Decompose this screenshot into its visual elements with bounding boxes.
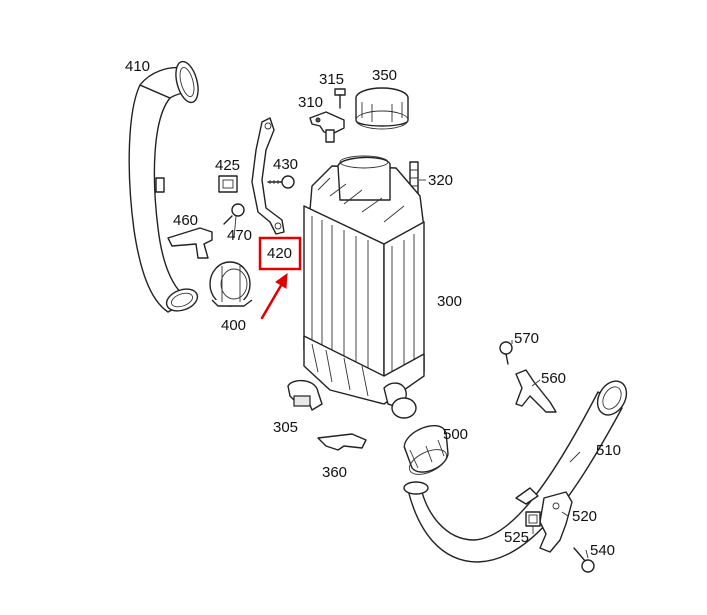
mount-305[interactable] — [287, 379, 323, 411]
label-300[interactable]: 300 — [437, 293, 462, 310]
bolt-430[interactable] — [267, 175, 295, 189]
nut-525[interactable] — [525, 511, 541, 527]
label-310[interactable]: 310 — [298, 94, 323, 111]
leader-lines — [233, 179, 589, 559]
label-500[interactable]: 500 — [443, 426, 468, 443]
label-320[interactable]: 320 — [428, 172, 453, 189]
label-360[interactable]: 360 — [322, 464, 347, 481]
bolt-540[interactable] — [573, 547, 595, 573]
label-570[interactable]: 570 — [514, 330, 539, 347]
outlet-pipe-510[interactable] — [403, 376, 632, 563]
bracket-520[interactable] — [539, 491, 573, 553]
part-labels: 410 315 350 310 425 430 320 460 470 420 … — [125, 58, 621, 559]
label-470[interactable]: 470 — [227, 227, 252, 244]
clamp-ring-350[interactable] — [355, 87, 409, 130]
bolt-570[interactable] — [499, 341, 513, 365]
charge-pipe-410[interactable] — [128, 59, 202, 315]
label-430[interactable]: 430 — [273, 156, 298, 173]
label-525[interactable]: 525 — [504, 529, 529, 546]
bracket-360[interactable] — [317, 433, 367, 451]
sensor-310[interactable] — [309, 111, 345, 143]
bracket-420[interactable] — [251, 117, 285, 235]
label-460[interactable]: 460 — [173, 212, 198, 229]
intercooler-300[interactable] — [303, 155, 425, 419]
label-410[interactable]: 410 — [125, 58, 150, 75]
bracket-560[interactable] — [515, 369, 557, 413]
clamp-400[interactable] — [209, 261, 253, 307]
highlight-arrow-shaft — [260, 280, 285, 320]
bracket-460[interactable] — [167, 227, 213, 259]
label-560[interactable]: 560 — [541, 370, 566, 387]
label-315[interactable]: 315 — [319, 71, 344, 88]
label-540[interactable]: 540 — [590, 542, 615, 559]
label-305[interactable]: 305 — [273, 419, 298, 436]
nut-425[interactable] — [218, 175, 238, 193]
label-510[interactable]: 510 — [596, 442, 621, 459]
screw-315[interactable] — [334, 88, 346, 109]
label-350[interactable]: 350 — [372, 67, 397, 84]
label-520[interactable]: 520 — [572, 508, 597, 525]
bolt-470[interactable] — [223, 203, 245, 225]
coupling-500[interactable] — [400, 420, 450, 480]
label-425[interactable]: 425 — [215, 157, 240, 174]
highlight-box — [258, 236, 302, 271]
label-420[interactable]: 420 — [267, 245, 292, 262]
label-400[interactable]: 400 — [221, 317, 246, 334]
highlight-420 — [258, 236, 302, 320]
highlight-arrow-head — [275, 272, 288, 289]
